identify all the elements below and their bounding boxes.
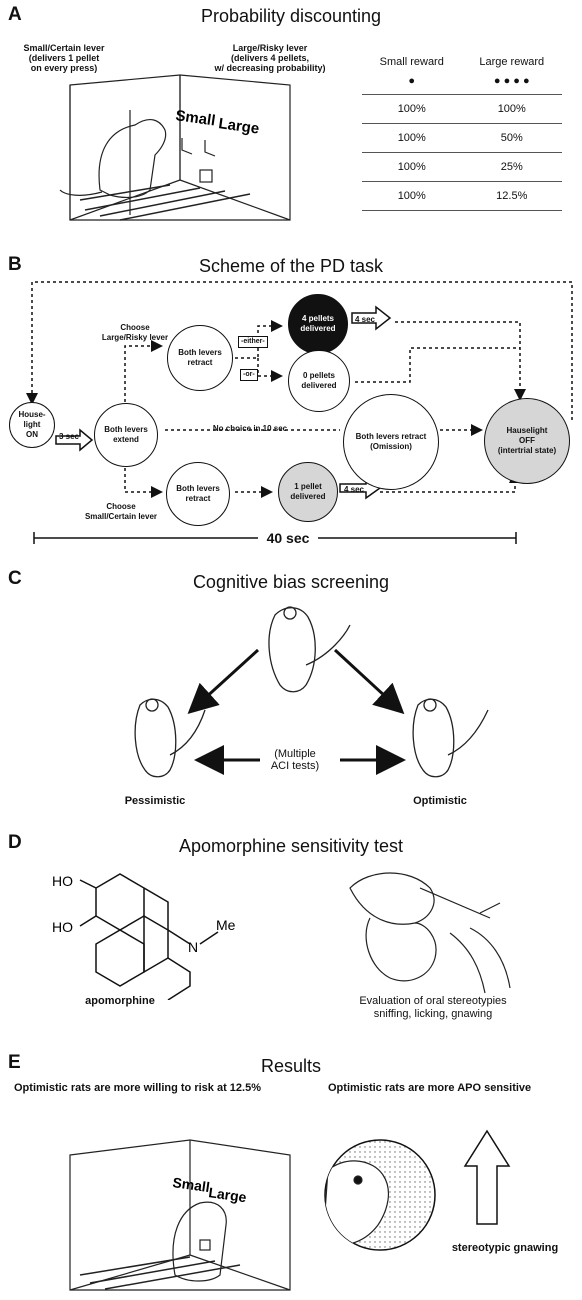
small-lever-description: Small/Certain lever (delivers 1 pellet o… — [23, 43, 105, 73]
node-houselight-off: Hauselight OFF (intertrial state) — [484, 398, 570, 484]
stereotypic-gnawing-label: stereotypic gnawing — [451, 1242, 559, 1254]
node-omission: Both levers retract (Omission) — [343, 394, 439, 490]
header-small-reward: Small reward — [379, 56, 444, 68]
panel-e-title: Results — [260, 1056, 322, 1076]
table-cell: 25% — [461, 151, 562, 181]
cognitive-bias-illustration — [134, 606, 489, 778]
apomorphine-structure: HO HO N Me — [52, 873, 236, 1000]
panel-d-title: Apomorphine sensitivity test — [178, 836, 404, 856]
table-cell: 12.5% — [461, 180, 562, 211]
panel-e-letter: E — [8, 1052, 21, 1073]
table-cell: 100% — [461, 93, 562, 123]
header-large-reward: Large reward — [479, 56, 545, 68]
n-label: N — [188, 939, 198, 955]
injection-illustration — [349, 872, 511, 994]
right-result-caption: Optimistic rats are more APO sensitive — [328, 1082, 532, 1094]
panel-d-letter: D — [8, 832, 22, 853]
pessimistic-label: Pessimistic — [124, 795, 186, 807]
pd-task-connectors — [26, 281, 573, 544]
label-choose-large: Choose Large/Risky lever — [101, 323, 169, 342]
label-or: -or- — [240, 369, 258, 381]
box-label-small: Small — [174, 107, 216, 129]
label-either: -either- — [238, 336, 268, 348]
node-zero-pellets: 0 pellets delivered — [288, 350, 350, 412]
label-three-sec: 3 sec — [58, 432, 80, 441]
results-box-illustration: Small Large — [69, 1139, 291, 1291]
label-four-sec-bottom: 4 sec — [343, 485, 365, 494]
small-reward-pellet-icon: ● — [408, 75, 416, 88]
node-houselight-on: House- light ON — [9, 402, 55, 448]
results-box-label-small: Small — [172, 1174, 211, 1195]
panel-a-title: Probability discounting — [200, 6, 382, 26]
large-lever-description: Large/Risky lever (delivers 4 pellets, w… — [214, 43, 326, 73]
results-box-label-large: Large — [208, 1184, 248, 1205]
node-both-levers-extend: Both levers extend — [94, 403, 158, 467]
gnawing-rat-illustration — [324, 1139, 436, 1251]
panel-c-title: Cognitive bias screening — [192, 572, 390, 592]
table-cell: 50% — [461, 122, 562, 152]
timeline-label: 40 sec — [258, 530, 318, 546]
table-cell: 100% — [362, 151, 462, 181]
compound-label: apomorphine — [85, 995, 155, 1007]
panel-c-letter: C — [8, 568, 22, 589]
aci-tests-label: (Multiple ACI tests) — [270, 748, 320, 772]
ho-label-2: HO — [52, 919, 73, 935]
panel-b-letter: B — [8, 254, 22, 275]
large-reward-pellets-icon: ● ● ● ● — [493, 75, 530, 88]
table-cell: 100% — [362, 180, 462, 211]
node-one-pellet: 1 pellet delivered — [278, 462, 338, 522]
optimistic-label: Optimistic — [413, 795, 467, 807]
operant-box-illustration: Small Large — [59, 74, 291, 221]
stereotypy-evaluation-label: Evaluation of oral stereotypies sniffing… — [359, 995, 507, 1020]
me-label: Me — [216, 917, 236, 933]
panel-b-title: Scheme of the PD task — [198, 256, 384, 276]
table-cell: 100% — [362, 122, 462, 152]
box-label-large: Large — [217, 115, 260, 138]
node-four-pellets: 4 pellets delivered — [288, 294, 348, 354]
left-result-caption: Optimistic rats are more willing to risk… — [14, 1082, 261, 1094]
label-no-choice: No choice in 10 sec — [212, 424, 288, 433]
node-retract-large: Both levers retract — [167, 325, 233, 391]
label-four-sec-top: 4 sec — [354, 315, 376, 324]
panel-a-letter: A — [8, 4, 22, 25]
ho-label-1: HO — [52, 873, 73, 889]
probability-table: Small reward Large reward ● ● ● ● ● 100%… — [362, 55, 562, 211]
node-retract-small: Both levers retract — [166, 462, 230, 526]
table-cell: 100% — [362, 93, 462, 123]
label-choose-small: Choose Small/Certain lever — [84, 502, 158, 521]
up-arrow-icon — [463, 1129, 511, 1225]
